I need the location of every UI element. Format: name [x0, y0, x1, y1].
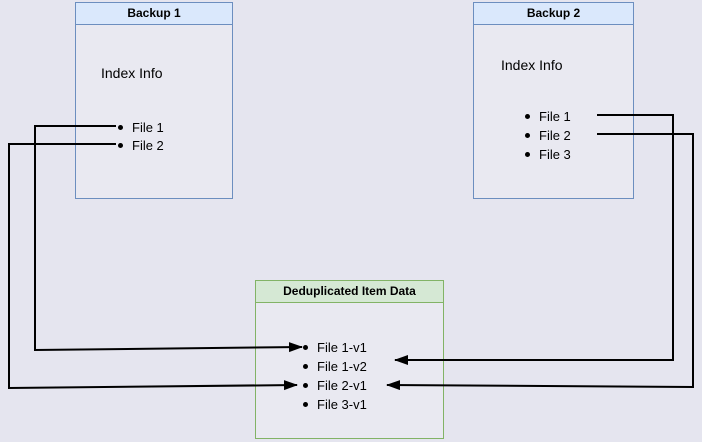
- backup2-title: Backup 2: [474, 3, 633, 25]
- list-item: File 1-v2: [303, 357, 367, 376]
- list-item: File 1: [118, 118, 164, 136]
- backup2-file-list: File 1 File 2 File 3: [525, 107, 571, 164]
- backup1-file-list: File 1 File 2: [118, 118, 164, 154]
- list-item-label: File 3: [539, 147, 571, 162]
- backup2-index-info-label: Index Info: [501, 57, 563, 73]
- list-item-label: File 1-v2: [317, 359, 367, 374]
- list-item: File 2: [118, 136, 164, 154]
- list-item-label: File 2: [539, 128, 571, 143]
- bullet-icon: [303, 364, 308, 369]
- bullet-icon: [118, 124, 123, 130]
- bullet-icon: [525, 133, 530, 138]
- list-item: File 1: [525, 107, 571, 126]
- bullet-icon: [118, 142, 123, 148]
- bullet-icon: [303, 402, 308, 407]
- bullet-icon: [525, 114, 530, 119]
- list-item: File 2: [525, 126, 571, 145]
- bullet-icon: [303, 345, 308, 350]
- list-item-label: File 3-v1: [317, 397, 367, 412]
- list-item: File 3-v1: [303, 395, 367, 414]
- list-item: File 2-v1: [303, 376, 367, 395]
- backup1-title: Backup 1: [76, 3, 232, 25]
- list-item-label: File 1: [539, 109, 571, 124]
- backup2-box: Backup 2 Index Info File 1 File 2 File 3: [473, 2, 634, 199]
- list-item-label: File 2-v1: [317, 378, 367, 393]
- bullet-icon: [303, 383, 308, 388]
- list-item: File 3: [525, 145, 571, 164]
- backup1-index-info-label: Index Info: [101, 65, 163, 81]
- bullet-icon: [525, 152, 530, 157]
- list-item-label: File 2: [132, 137, 164, 153]
- backup1-box: Backup 1 Index Info File 1 File 2: [75, 2, 233, 199]
- list-item-label: File 1: [132, 119, 164, 135]
- list-item: File 1-v1: [303, 338, 367, 357]
- dedup-title: Deduplicated Item Data: [256, 281, 443, 303]
- list-item-label: File 1-v1: [317, 340, 367, 355]
